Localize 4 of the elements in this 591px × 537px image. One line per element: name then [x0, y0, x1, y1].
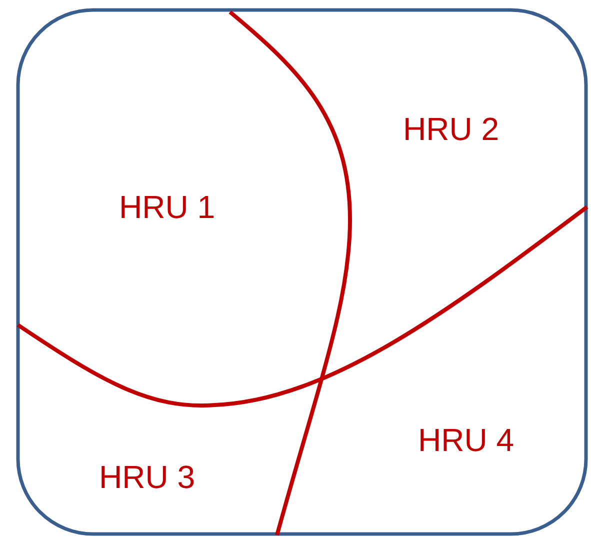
region-label: HRU 4: [418, 422, 514, 458]
region-label: HRU 2: [403, 111, 499, 147]
region-label: HRU 1: [119, 189, 215, 225]
region-label: HRU 3: [99, 459, 195, 495]
